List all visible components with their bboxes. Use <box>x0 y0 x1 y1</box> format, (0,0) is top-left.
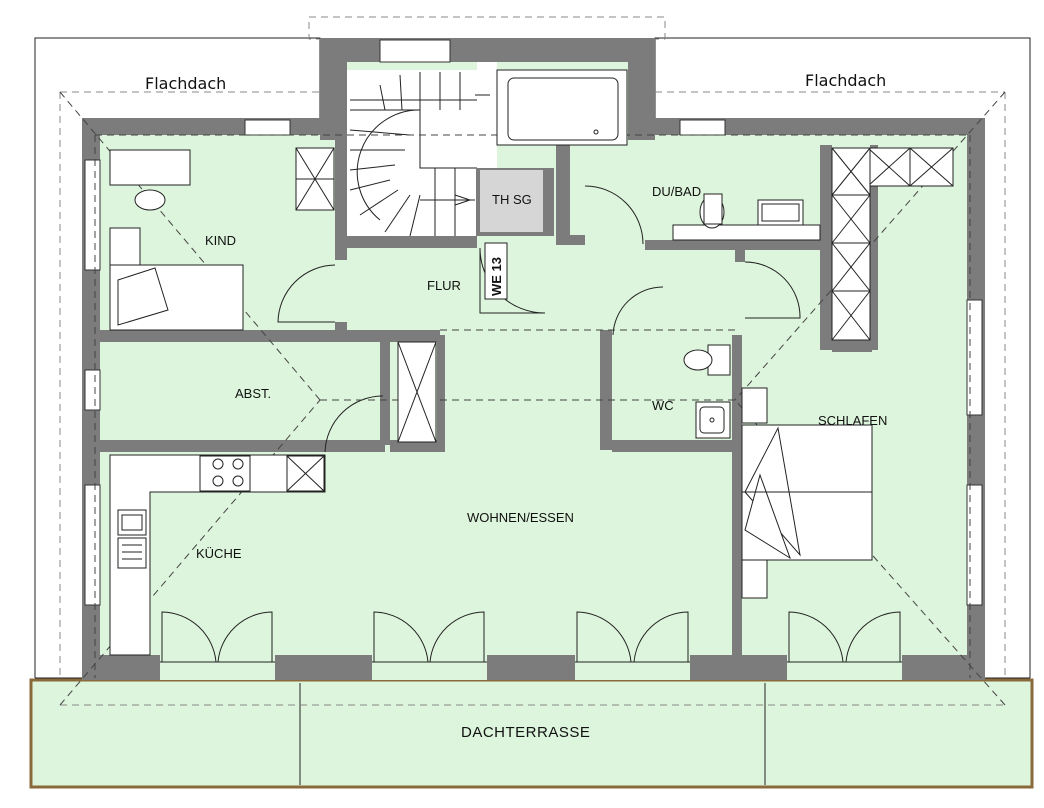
abst-wardrobe <box>397 341 437 443</box>
label-flachdach-right: Flachdach <box>805 71 886 90</box>
label-flur: FLUR <box>427 278 461 293</box>
label-kueche: KÜCHE <box>196 546 242 561</box>
label-wohnen-essen: WOHNEN/ESSEN <box>467 510 574 525</box>
label-th-sg: TH SG <box>492 192 532 207</box>
bedroom-furniture <box>741 387 873 599</box>
room-labels: KIND FLUR TH SG DU/BAD ABST. WC SCHLAFEN… <box>145 71 887 741</box>
kind-furniture <box>109 147 335 331</box>
tall-wardrobe <box>831 147 871 341</box>
interior-doors <box>277 185 801 453</box>
unit-badge: WE 13 <box>484 242 508 300</box>
roof-terrace <box>29 678 1034 789</box>
kitchen-furniture <box>109 454 326 656</box>
unit-badge-text: WE 13 <box>489 257 504 296</box>
staircase <box>347 62 497 237</box>
label-schlafen: SCHLAFEN <box>818 413 887 428</box>
technical-shaft <box>480 170 543 232</box>
label-dachterrasse: DACHTERRASSE <box>461 724 590 741</box>
label-du-bad: DU/BAD <box>652 184 701 199</box>
bath-furniture <box>496 69 954 241</box>
label-wc: WC <box>652 398 674 413</box>
windows <box>84 39 983 606</box>
label-abst: ABST. <box>235 386 271 401</box>
label-flachdach-left: Flachdach <box>145 74 226 93</box>
wc-furniture <box>683 344 731 439</box>
terrace-doors <box>160 611 902 680</box>
label-kind: KIND <box>205 233 236 248</box>
